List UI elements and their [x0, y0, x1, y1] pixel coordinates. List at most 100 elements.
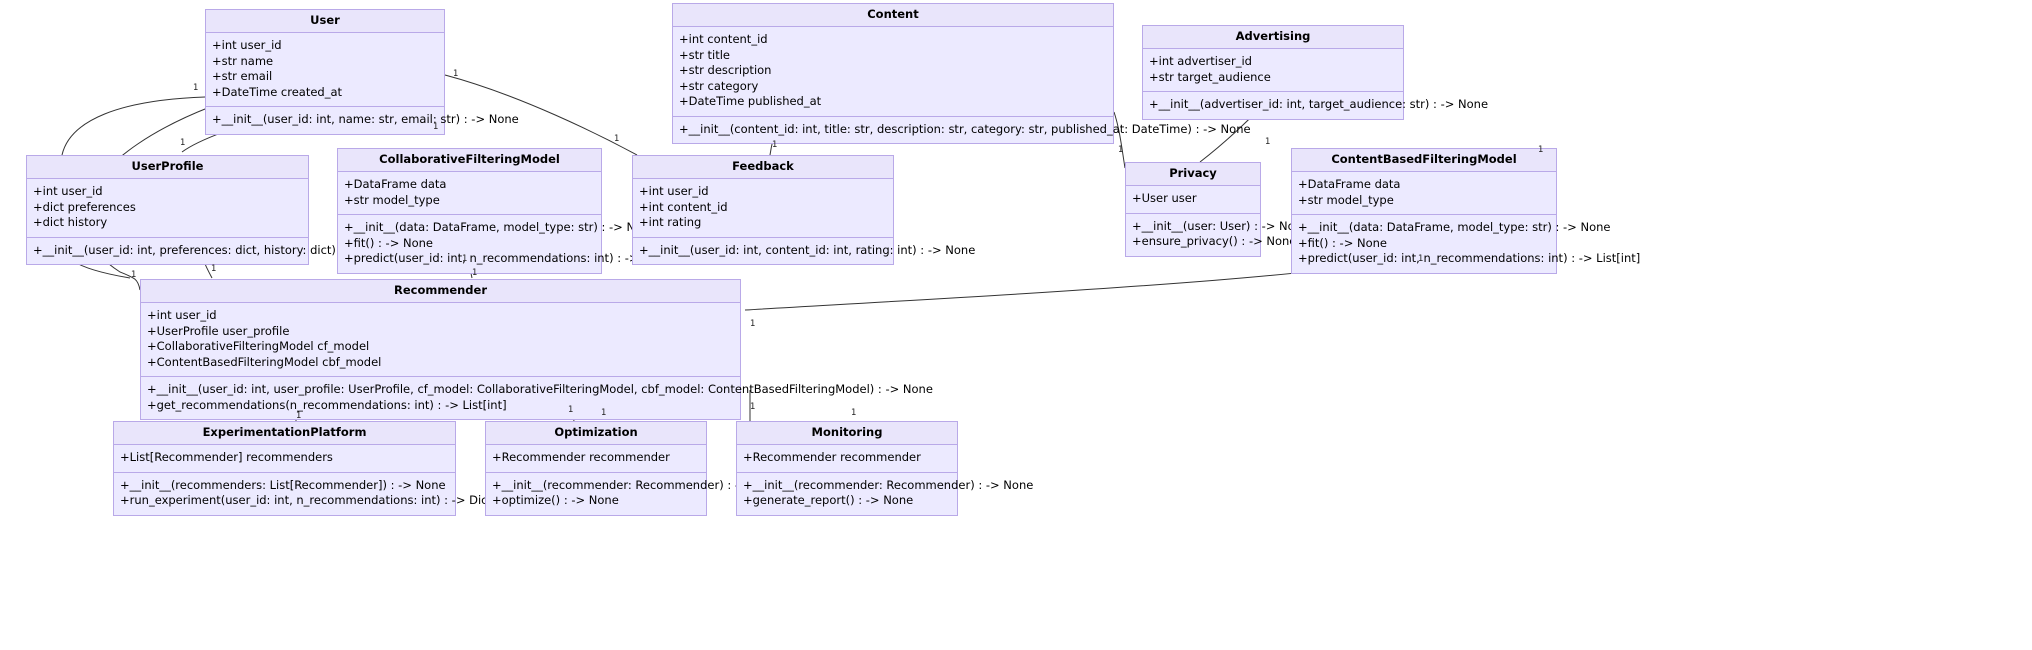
multiplicity-label: 1 [296, 411, 302, 421]
methods-compartment-advertising: +__init__(advertiser_id: int, target_aud… [1143, 92, 1489, 119]
methods-compartment-optimization: +__init__(recommender: Recommender) : ->… [486, 472, 783, 515]
method-row: +generate_report() : -> None [743, 493, 914, 507]
uml-class-content[interactable]: Content+int content_id+str title+str des… [672, 3, 1251, 144]
method-row: +__init__(user_id: int, user_profile: Us… [147, 382, 933, 396]
attribute-row: +int advertiser_id [1149, 54, 1252, 68]
attribute-row: +int user_id [212, 38, 282, 52]
attributes-compartment-recommender: +int user_id+UserProfile user_profile+Co… [141, 303, 740, 377]
attribute-row: +CollaborativeFilteringModel cf_model [147, 339, 370, 353]
method-row: +__init__(user_id: int, name: str, email… [212, 112, 519, 126]
attributes-compartment-privacy: +User user [1126, 186, 1260, 214]
multiplicity-label: 1 [851, 408, 857, 418]
methods-compartment-privacy: +__init__(user: User) : -> None+ensure_p… [1126, 213, 1309, 256]
method-row: +get_recommendations(n_recommendations: … [147, 397, 507, 412]
attribute-row: +DataFrame data [344, 177, 447, 191]
attribute-row: +str name [212, 53, 274, 68]
attribute-row: +str description [679, 63, 772, 77]
method-row: +optimize() : -> None [492, 493, 619, 507]
method-row: +__init__(user_id: int, content_id: int,… [639, 242, 976, 257]
method-row: +fit() : -> None [344, 235, 433, 250]
methods-compartment-userprofile: +__init__(user_id: int, preferences: dic… [27, 237, 395, 264]
class-name-feedback: Feedback [633, 156, 893, 179]
class-name-recommender: Recommender [141, 280, 740, 303]
attribute-row: +str target_audience [1149, 69, 1271, 84]
attribute-row: +List[Recommender] recommenders [120, 450, 333, 464]
method-row: +ensure_privacy() : -> None [1132, 234, 1297, 248]
method-row: +__init__(user_id: int, preferences: dic… [33, 242, 395, 257]
attributes-compartment-optimization: +Recommender recommender [486, 445, 706, 473]
attribute-row: +ContentBasedFilteringModel cbf_model [147, 354, 382, 369]
attribute-row: +Recommender recommender [743, 450, 921, 464]
class-name-monitoring: Monitoring [737, 422, 957, 445]
attribute-row: +str email [212, 69, 273, 83]
attribute-row: +str model_type [344, 192, 440, 207]
class-name-advertising: Advertising [1143, 26, 1403, 49]
multiplicity-label: 1 [568, 405, 574, 415]
multiplicity-label: 1 [772, 140, 778, 150]
methods-compartment-monitoring: +__init__(recommender: Recommender) : ->… [737, 472, 1034, 515]
multiplicity-label: 1 [193, 83, 199, 93]
class-name-experimentation: ExperimentationPlatform [114, 422, 455, 445]
multiplicity-label: 1 [614, 134, 620, 144]
multiplicity-label: 1 [1118, 145, 1124, 155]
method-row: +fit() : -> None [1298, 235, 1387, 250]
attribute-row: +DateTime published_at [679, 94, 822, 108]
method-row: +run_experiment(user_id: int, n_recommen… [120, 493, 568, 507]
attributes-compartment-cfmodel: +DataFrame data+str model_type [338, 172, 601, 215]
multiplicity-label: 1 [1418, 254, 1424, 264]
attributes-compartment-monitoring: +Recommender recommender [737, 445, 957, 473]
methods-compartment-recommender: +__init__(user_id: int, user_profile: Us… [141, 377, 933, 419]
attribute-row: +int content_id [679, 32, 768, 46]
attributes-compartment-experimentation: +List[Recommender] recommenders [114, 445, 455, 473]
multiplicity-label: 1 [462, 254, 468, 264]
multiplicity-label: 1 [433, 122, 439, 132]
attribute-row: +int user_id [639, 184, 709, 198]
association-content-to-privacy [1113, 111, 1126, 169]
attributes-compartment-feedback: +int user_id+int content_id+int rating [633, 179, 893, 238]
uml-class-recommender[interactable]: Recommender+int user_id+UserProfile user… [140, 279, 933, 420]
method-row: +__init__(recommender: Recommender) : ->… [492, 477, 783, 492]
multiplicity-label: 1 [131, 270, 137, 280]
class-name-userprofile: UserProfile [27, 156, 308, 179]
uml-class-cbfmodel[interactable]: ContentBasedFilteringModel+DataFrame dat… [1291, 148, 1640, 274]
uml-class-feedback[interactable]: Feedback+int user_id+int content_id+int … [632, 155, 976, 265]
uml-class-experimentation[interactable]: ExperimentationPlatform +List[Recommender… [113, 421, 568, 516]
multiplicity-label: 1 [750, 402, 756, 412]
attribute-row: +dict preferences [33, 199, 136, 214]
attribute-row: +str category [679, 78, 759, 93]
multiplicity-label: 1 [1538, 145, 1544, 155]
attributes-compartment-advertising: +int advertiser_id+str target_audience [1143, 49, 1403, 92]
attribute-row: +int user_id [33, 184, 103, 198]
method-row: +__init__(data: DataFrame, model_type: s… [344, 220, 657, 234]
attribute-row: +dict history [33, 215, 108, 229]
attributes-compartment-userprofile: +int user_id+dict preferences+dict histo… [27, 179, 308, 238]
uml-class-privacy[interactable]: Privacy+User user+__init__(user: User) :… [1125, 162, 1309, 257]
methods-compartment-cbfmodel: +__init__(data: DataFrame, model_type: s… [1292, 215, 1640, 273]
class-name-content: Content [673, 4, 1113, 27]
attribute-row: +Recommender recommender [492, 450, 670, 464]
uml-class-advertising[interactable]: Advertising+int advertiser_id+str target… [1142, 25, 1489, 120]
attribute-row: +int user_id [147, 308, 217, 322]
methods-compartment-feedback: +__init__(user_id: int, content_id: int,… [633, 237, 976, 264]
uml-class-cfmodel[interactable]: CollaborativeFilteringModel+DataFrame da… [337, 148, 687, 274]
method-row: +predict(user_id: int, n_recommendations… [344, 251, 687, 265]
methods-compartment-user: +__init__(user_id: int, name: str, email… [206, 107, 519, 134]
attributes-compartment-user: +int user_id+str name+str email+DateTime… [206, 33, 444, 107]
class-name-user: User [206, 10, 444, 33]
multiplicity-label: 1 [180, 138, 186, 148]
class-name-cfmodel: CollaborativeFilteringModel [338, 149, 601, 172]
attribute-row: +User user [1132, 191, 1197, 205]
multiplicity-label: 1 [211, 264, 217, 274]
attributes-compartment-content: +int content_id+str title+str descriptio… [673, 27, 1113, 117]
class-name-optimization: Optimization [486, 422, 706, 445]
multiplicity-label: 1 [750, 319, 756, 329]
attribute-row: +str title [679, 47, 731, 62]
attribute-row: +DataFrame data [1298, 177, 1401, 191]
uml-class-monitoring[interactable]: Monitoring +Recommender recommender +__ini… [736, 421, 1034, 516]
uml-class-optimization[interactable]: Optimization +Recommender recommender +__i… [485, 421, 783, 516]
uml-class-user[interactable]: User+int user_id+str name+str email+Date… [205, 9, 519, 135]
method-row: +__init__(advertiser_id: int, target_aud… [1149, 97, 1489, 111]
method-row: +__init__(recommender: Recommender) : ->… [743, 477, 1034, 492]
uml-class-userprofile[interactable]: UserProfile+int user_id+dict preferences… [26, 155, 395, 265]
